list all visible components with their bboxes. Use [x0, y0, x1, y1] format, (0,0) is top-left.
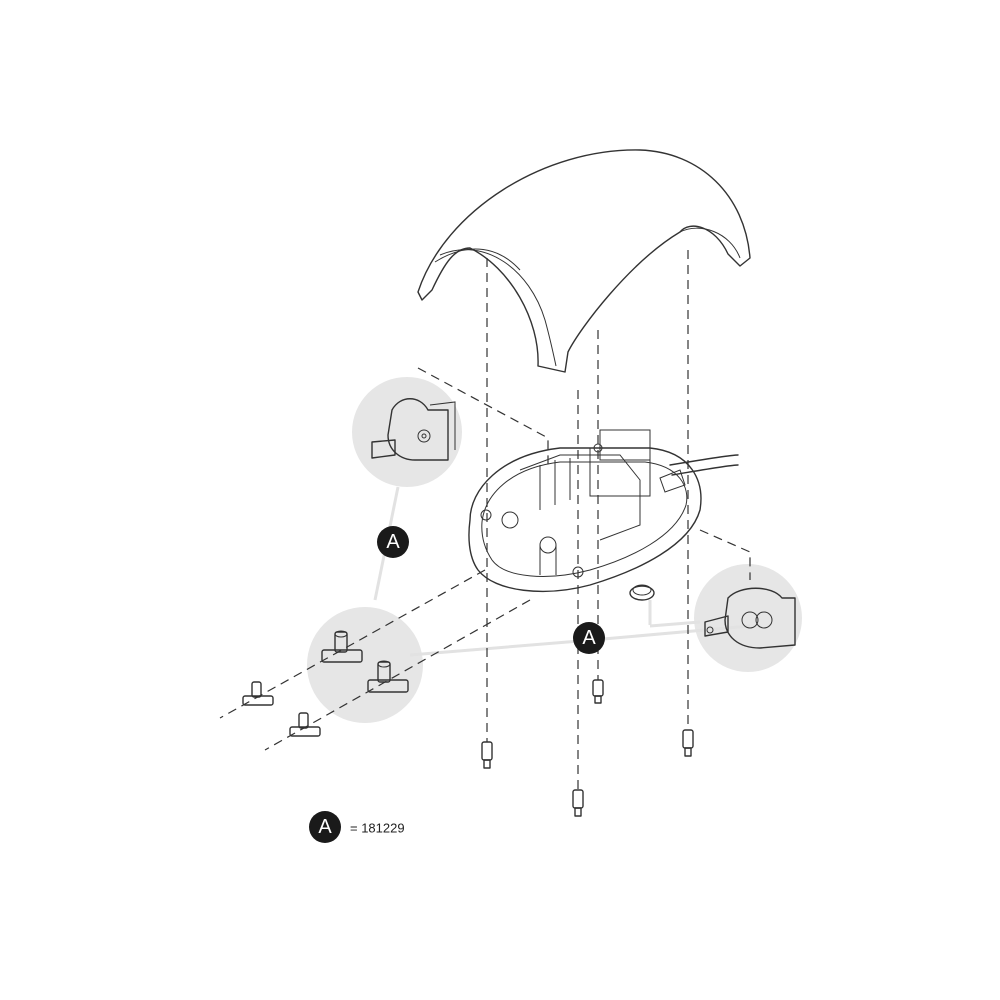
screw-center-low	[572, 789, 584, 817]
leader-lines	[373, 486, 751, 657]
legend-letter: A	[318, 816, 332, 838]
zoom-circle-valve-left	[352, 377, 462, 487]
legend-part-number: = 181229	[350, 821, 405, 836]
callout-badge-a-center: A	[573, 622, 605, 654]
valve-detail-left	[371, 398, 456, 461]
callout-badge-a-left: A	[377, 526, 409, 558]
callout-letter: A	[386, 531, 400, 553]
screw-left	[481, 741, 493, 769]
screw-center-high	[592, 679, 604, 704]
housing-base	[468, 429, 739, 593]
zoom-circle-valve-right	[694, 564, 802, 672]
screw-right	[682, 729, 694, 757]
tee-connectors-detail	[321, 630, 409, 693]
zoom-circle-connectors	[307, 607, 423, 723]
diaphragm-disc	[629, 584, 655, 601]
valve-detail-right	[704, 587, 796, 649]
dome-cover	[417, 149, 751, 373]
legend: A = 181229	[309, 811, 405, 843]
tee-connectors-loose	[242, 681, 321, 737]
callout-letter: A	[582, 627, 596, 649]
